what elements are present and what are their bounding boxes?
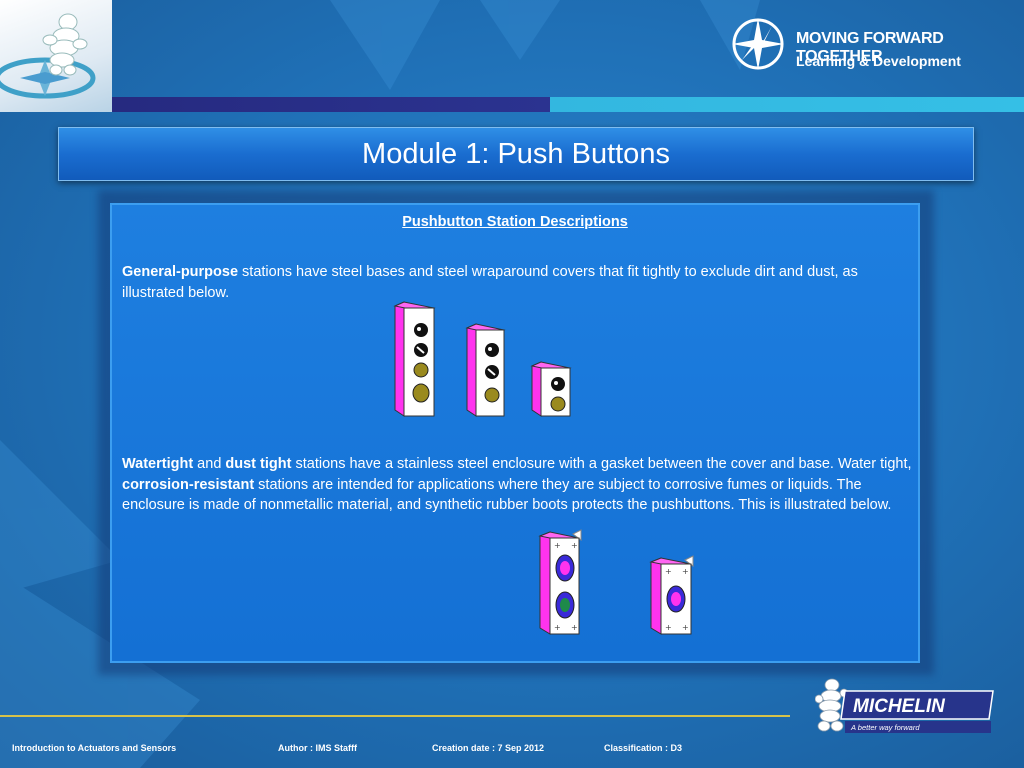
footer-author: Author : IMS Stafff	[278, 743, 357, 753]
michelin-man-compass-logo	[0, 0, 112, 112]
svg-text:+: +	[682, 567, 689, 576]
general-purpose-text: stations have steel bases and steel wrap…	[122, 264, 858, 301]
general-purpose-paragraph: General-purpose stations have steel base…	[122, 262, 912, 303]
watertight-one-button-station: + + + +	[649, 555, 694, 635]
watertight-two-button-station: + + + +	[538, 529, 582, 635]
watertight-paragraph: Watertight and dust tight stations have …	[122, 454, 912, 516]
svg-text:+: +	[665, 623, 672, 632]
footer-divider	[0, 715, 790, 717]
watertight-stations-illustration: + + + + + + + +	[538, 529, 694, 635]
svg-text:+: +	[554, 623, 561, 632]
slide-title: Module 1: Push Buttons	[362, 138, 670, 170]
watertight-text-1: stations have a stainless steel enclosur…	[291, 456, 912, 472]
panel-heading: Pushbutton Station Descriptions	[402, 214, 628, 230]
two-button-station	[530, 361, 572, 417]
term-watertight: Watertight	[122, 456, 194, 472]
and-text: and	[193, 456, 226, 472]
michelin-tagline: A better way forward	[850, 723, 920, 732]
three-button-station	[465, 323, 506, 417]
watertight-text-2: stations are intended for applications w…	[122, 476, 892, 514]
svg-text:+: +	[571, 541, 578, 550]
svg-text:+: +	[571, 623, 578, 632]
title-banner: Module 1: Push Buttons	[58, 127, 974, 181]
michelin-wordmark: MICHELIN	[853, 696, 946, 717]
michelin-logo: MICHELIN A better way forward	[815, 678, 994, 733]
term-dust-tight: dust tight	[225, 456, 292, 472]
four-button-station	[393, 301, 436, 417]
header-color-bar	[112, 97, 1024, 112]
brand-tagline: MOVING FORWARD TOGETHER	[796, 30, 944, 65]
footer-classification: Classification : D3	[604, 743, 683, 753]
content-panel: Pushbutton Station Descriptions General-…	[110, 203, 920, 663]
footer-course: Introduction to Actuators and Sensors	[12, 743, 177, 753]
term-general-purpose: General-purpose	[122, 264, 239, 280]
compass-star-icon	[732, 18, 784, 70]
svg-text:+: +	[682, 623, 689, 632]
term-corrosion-resistant: corrosion-resistant	[122, 476, 255, 493]
svg-text:+: +	[554, 541, 561, 550]
brand-subtitle: Learning & Development	[796, 53, 961, 69]
general-purpose-stations-illustration	[393, 301, 572, 417]
footer-date: Creation date : 7 Sep 2012	[432, 743, 545, 753]
svg-text:+: +	[665, 567, 672, 576]
brand-logo	[728, 10, 1008, 82]
